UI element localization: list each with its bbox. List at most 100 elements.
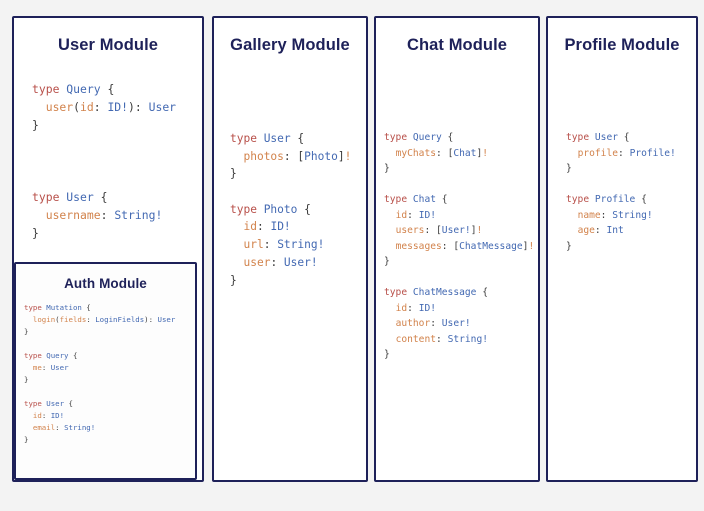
code-token: : xyxy=(594,225,607,237)
code-line: } xyxy=(230,167,237,180)
code-line: id: ID! xyxy=(384,210,436,221)
code-token xyxy=(566,210,578,221)
code-line: } xyxy=(24,327,28,336)
code-token: ! xyxy=(528,240,535,252)
code-token xyxy=(230,220,243,233)
code-token: ID! xyxy=(418,209,437,221)
code-token: Query xyxy=(412,132,442,143)
code-token: : xyxy=(600,209,613,221)
code-line: id: ID! xyxy=(384,303,436,314)
code-token: Query xyxy=(66,82,101,96)
code-token: : xyxy=(436,333,448,345)
code-token: } xyxy=(24,374,29,384)
code-token xyxy=(566,148,578,159)
code-token: photos xyxy=(243,149,284,163)
code-token: User! xyxy=(441,225,471,237)
code-token: ID! xyxy=(107,100,129,115)
code-token: ): xyxy=(128,100,149,115)
code-token: String! xyxy=(277,238,325,252)
code-line: } xyxy=(32,226,39,240)
code-token: : xyxy=(407,302,419,314)
code-token: user xyxy=(243,255,271,269)
code-token: type xyxy=(230,202,264,216)
code-token: ChatMessage xyxy=(459,240,523,252)
code-token: type xyxy=(566,132,595,143)
code-token: author xyxy=(395,318,431,330)
code-block-gallery-module: type User { photos: [Photo]! } type Phot… xyxy=(230,130,351,289)
code-token: [ xyxy=(447,147,454,159)
code-line: age: Int xyxy=(566,225,624,236)
panel-gallery-module[interactable]: Gallery Module type User { photos: [Phot… xyxy=(212,16,368,482)
code-token: type xyxy=(384,132,413,143)
code-token: } xyxy=(24,326,29,336)
code-token: ! xyxy=(344,149,352,163)
code-block-auth-module: type Mutation { login(fields: LoginField… xyxy=(24,302,175,446)
code-token: id xyxy=(243,220,257,234)
code-line: me: User xyxy=(24,363,69,372)
code-line: name: String! xyxy=(566,210,653,221)
code-line: type Photo { xyxy=(230,203,311,216)
code-token: id xyxy=(395,302,408,314)
code-token: { xyxy=(441,132,454,143)
code-token: type xyxy=(230,132,264,145)
code-line: id: ID! xyxy=(24,411,64,420)
panel-chat-module[interactable]: Chat Module type Query { myChats: [Chat]… xyxy=(374,16,540,482)
code-token: me xyxy=(32,362,42,372)
code-token xyxy=(384,303,396,314)
code-token: } xyxy=(384,256,390,268)
code-token: ( xyxy=(55,314,60,324)
code-line: type Query { xyxy=(24,351,77,360)
code-line: photos: [Photo]! xyxy=(230,150,351,163)
code-token: { xyxy=(64,398,73,408)
code-token: : xyxy=(93,100,108,115)
code-token: } xyxy=(566,240,572,252)
code-token: : xyxy=(441,240,454,252)
code-token: id xyxy=(80,100,94,115)
code-token: content xyxy=(395,333,436,345)
code-token: messages xyxy=(395,240,442,252)
code-token: type xyxy=(24,350,47,360)
panel-user-module[interactable]: User Module type Query { user(id: ID!): … xyxy=(12,16,204,482)
code-line: messages: [ChatMessage]! xyxy=(384,240,535,252)
code-token: { xyxy=(635,194,647,206)
code-line: } xyxy=(230,274,237,287)
code-token: Int xyxy=(606,225,624,237)
code-line: author: User! xyxy=(384,318,471,329)
code-token: ! xyxy=(476,225,483,237)
code-token: String! xyxy=(114,208,163,223)
code-token: } xyxy=(24,434,29,444)
code-token: } xyxy=(384,349,390,361)
code-token: { xyxy=(68,350,78,360)
code-line: login(fields: LoginFields): User xyxy=(24,315,175,324)
code-line: email: String! xyxy=(24,423,95,432)
code-line: user: User! xyxy=(230,255,317,269)
code-token: String! xyxy=(612,209,653,221)
code-token: ): xyxy=(144,314,158,324)
code-token: User! xyxy=(441,318,471,330)
code-line: content: String! xyxy=(384,334,488,345)
code-line: users: [User!]! xyxy=(384,225,483,237)
code-block-profile-module: type User { profile: Profile! } type Pro… xyxy=(566,130,676,254)
panel-auth-module[interactable]: Auth Module type Mutation { login(fields… xyxy=(14,262,197,480)
code-token: users xyxy=(395,225,425,237)
code-line: } xyxy=(384,163,390,174)
code-token: username xyxy=(45,208,101,223)
code-token: : xyxy=(436,147,448,159)
code-line: } xyxy=(384,349,390,360)
code-token xyxy=(384,210,396,221)
code-token: User xyxy=(50,362,69,372)
code-token: { xyxy=(436,194,448,206)
code-token: type xyxy=(24,398,47,408)
code-token: [ xyxy=(453,240,460,252)
code-token: : xyxy=(263,238,278,252)
code-line: user(id: ID!): User xyxy=(32,100,176,114)
code-token xyxy=(384,241,396,252)
code-token: : xyxy=(424,225,437,237)
code-token: { xyxy=(297,202,311,216)
code-token xyxy=(24,363,33,372)
code-token: User xyxy=(157,314,176,324)
panel-profile-module[interactable]: Profile Module type User { profile: Prof… xyxy=(546,16,698,482)
code-token xyxy=(24,423,33,432)
code-token: type xyxy=(384,287,413,299)
code-line: } xyxy=(384,256,390,267)
